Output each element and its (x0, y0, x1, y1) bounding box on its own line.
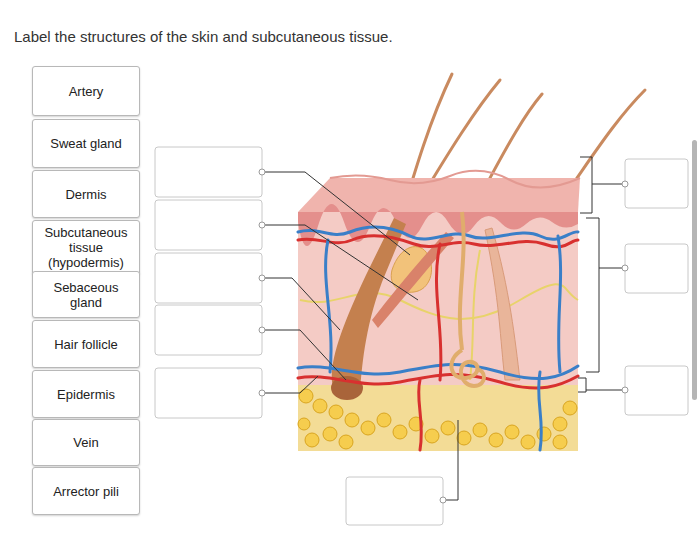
word-bank-tile: Artery (32, 66, 140, 116)
sweat-gland-shape (451, 212, 484, 386)
surface-texture (330, 171, 580, 188)
skin-surface (298, 178, 580, 212)
word-bank-tile: Epidermis (32, 370, 140, 418)
word-bank-tile: Subcutaneous tissue (hypodermis) (32, 220, 140, 275)
question-title: Label the structures of the skin and sub… (14, 28, 393, 45)
tile-label: Sebaceous gland (39, 280, 133, 310)
word-bank-tile: Hair follicle (32, 320, 140, 368)
answer-boxes (155, 147, 688, 525)
word-bank-tile: Dermis (32, 170, 140, 218)
tile-label: Epidermis (57, 387, 115, 402)
tile-label: Hair follicle (54, 337, 118, 352)
word-bank-tile: Vein (32, 419, 140, 466)
tile-label: Sweat gland (50, 136, 122, 151)
tile-label: Dermis (65, 187, 106, 202)
tile-label: Arrector pili (53, 484, 119, 499)
word-bank-tile: Sweat gland (32, 119, 140, 168)
blood-vessels (298, 227, 578, 450)
word-bank-tile: Sebaceous gland (32, 271, 140, 318)
second-follicle (485, 228, 520, 380)
tile-label: Subcutaneous tissue (hypodermis) (39, 225, 133, 270)
word-bank-tile: Arrector pili (32, 467, 140, 515)
scrollbar (692, 140, 697, 400)
tile-label: Artery (69, 84, 104, 99)
leader-lines (262, 157, 625, 500)
connector-dots (259, 169, 628, 503)
tile-label: Vein (73, 435, 98, 450)
epidermis-layer (298, 204, 578, 246)
